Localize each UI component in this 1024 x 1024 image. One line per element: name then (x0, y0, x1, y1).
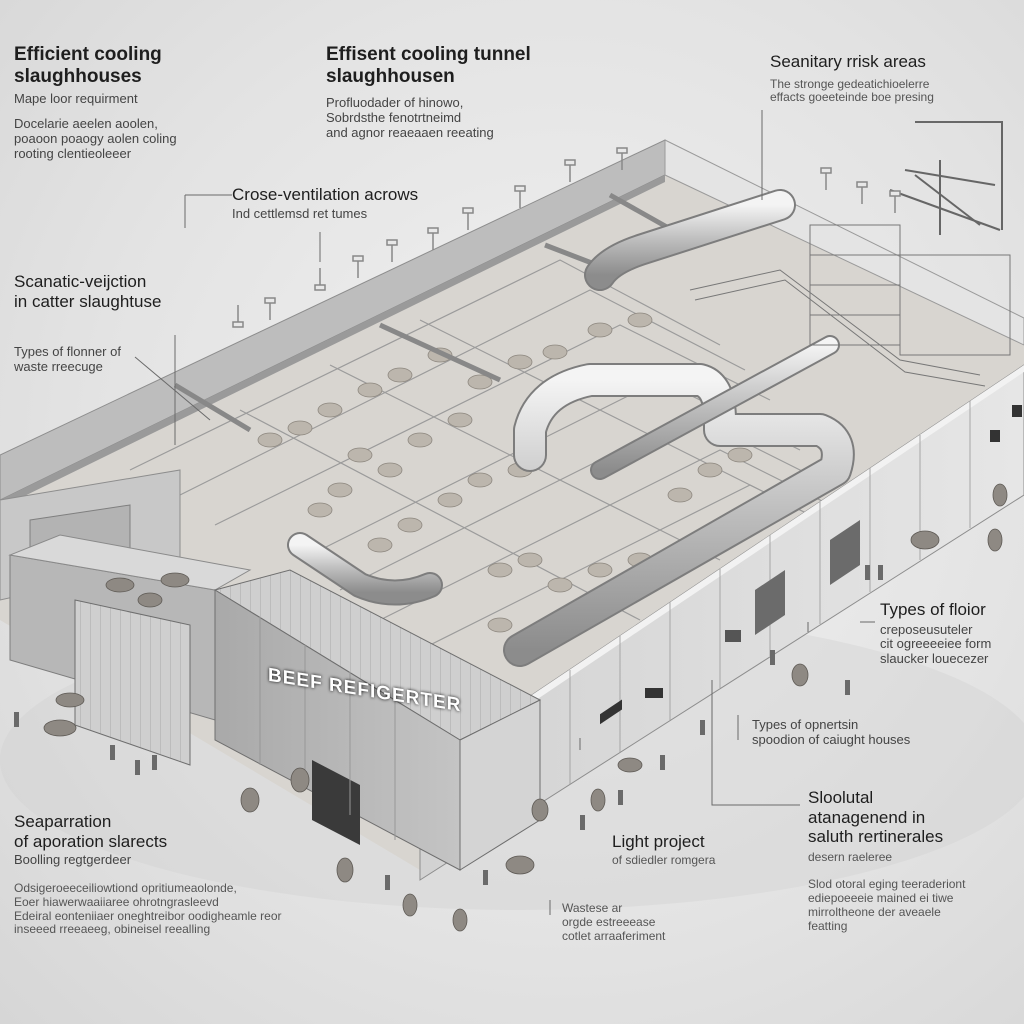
label-light-project: Light project of sdiedler romgera (612, 832, 716, 867)
label-types-floor: Types of floior creposeusuteler cit ogre… (880, 600, 992, 667)
label-sanitary-risk: Seanitary rrisk areas The stronge gedeat… (770, 52, 934, 105)
livestock-outside (43, 483, 1008, 932)
label-cross-ventilation: Crose-ventilation acrows Ind cettlemsd r… (232, 185, 419, 221)
cooling-tunnel-pipes (287, 189, 855, 667)
label-types-waste: Types of flonner of waste rreecuge (14, 344, 121, 374)
livestock-inside (257, 312, 753, 633)
back-wall-right (664, 139, 1024, 346)
lamp-posts (232, 147, 901, 328)
label-cooling-tunnel: Effisent cooling tunnel slaughhousen Pro… (326, 44, 531, 140)
crane (889, 121, 1003, 235)
leader-lines (134, 110, 1002, 915)
workers (14, 565, 883, 890)
ramp-scaffold (689, 224, 1011, 387)
label-scenatic-vejection: Scanatic-veijction in catter slaughtuse (14, 272, 162, 311)
front-wall-right (419, 364, 1024, 881)
label-separation: Seaparration of aporation slarects Booll… (14, 812, 282, 937)
window (600, 699, 622, 725)
beef-refrigerator-building (213, 569, 542, 871)
left-wing (0, 469, 252, 766)
label-efficient-cooling: Efficient cooling slaughhouses Mape loor… (14, 44, 177, 161)
label-slooutal-management: Sloolutal atanagenend in saluth rertiner… (808, 788, 966, 933)
label-waste-arrangement: Wastese ar orgde estreeease cotlet arraa… (562, 901, 666, 943)
label-types-operation: Types of opnertsin spoodion of caiught h… (752, 717, 911, 747)
